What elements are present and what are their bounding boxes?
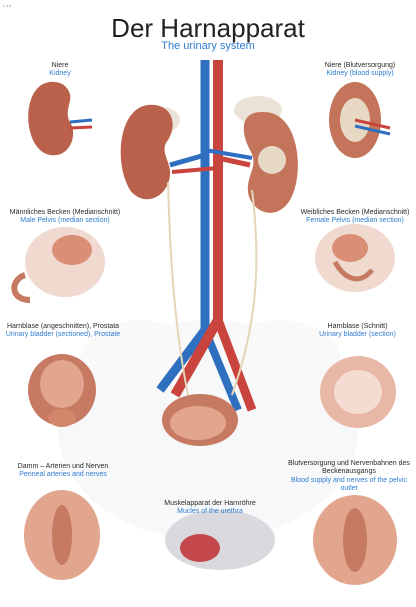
kidney-blood-heading: Niere (Blutversorgung): [324, 62, 396, 69]
great-vessels: [156, 60, 257, 412]
pelvic-outlet-subheading: Blood supply and nerves of the pelvic ou…: [291, 477, 407, 492]
kidney-figure: [28, 81, 93, 156]
kidney-subheading: Kidney: [49, 70, 71, 77]
male-pelvis-figure: [11, 227, 105, 303]
female-pelvis-heading: Weibliches Becken (Medianschnitt): [300, 209, 410, 216]
urethra-subheading: Mucles of the urethra: [177, 508, 243, 515]
bladder-section-subheading: Urinary bladder (section): [319, 331, 396, 338]
kidney-heading: Niere: [51, 62, 69, 69]
pelvic-outlet-heading: Blutversorgung und Nervenbahnen des Beck…: [288, 460, 410, 475]
kidney-blood-figure: [329, 82, 391, 158]
urethra-heading: Muskelapparat der Harnröhre: [164, 500, 256, 507]
perineal-figure: [24, 490, 100, 580]
right-ureter: [231, 189, 258, 396]
urethra-figure: [165, 510, 275, 570]
bladder-section-heading: Harnblase (Schnitt): [327, 323, 388, 330]
male-pelvis-subheading: Male Pelvis (median section): [20, 217, 110, 224]
bladder-prostate-figure: [28, 354, 96, 427]
female-pelvis-figure: [315, 224, 395, 292]
bladder-prostate-heading: Harnblase (angeschnitten), Prostata: [6, 323, 120, 330]
perineal-subheading: Perineal arteries and nerves: [19, 471, 107, 478]
male-pelvis-heading: Männliches Becken (Medianschnitt): [9, 209, 121, 216]
pelvic-outlet-figure: [313, 495, 397, 585]
right-kidney: [234, 96, 298, 213]
bladder-prostate-subheading: Urinary bladder (sectioned), Prostate: [5, 331, 121, 338]
left-kidney: [120, 104, 180, 200]
kidney-blood-subheading: Kidney (blood supply): [326, 70, 394, 77]
page-subtitle: The urinary system: [161, 40, 255, 52]
left-ureter: [167, 181, 189, 396]
page-title: Der Harnapparat: [111, 13, 305, 43]
corner-mark: L-14: [3, 3, 12, 8]
perineal-heading: Damm – Arterien und Nerven: [17, 463, 109, 470]
central-bladder: [162, 394, 238, 446]
female-pelvis-subheading: Female Pelvis (median section): [306, 217, 404, 224]
bladder-section-figure: [320, 356, 396, 428]
